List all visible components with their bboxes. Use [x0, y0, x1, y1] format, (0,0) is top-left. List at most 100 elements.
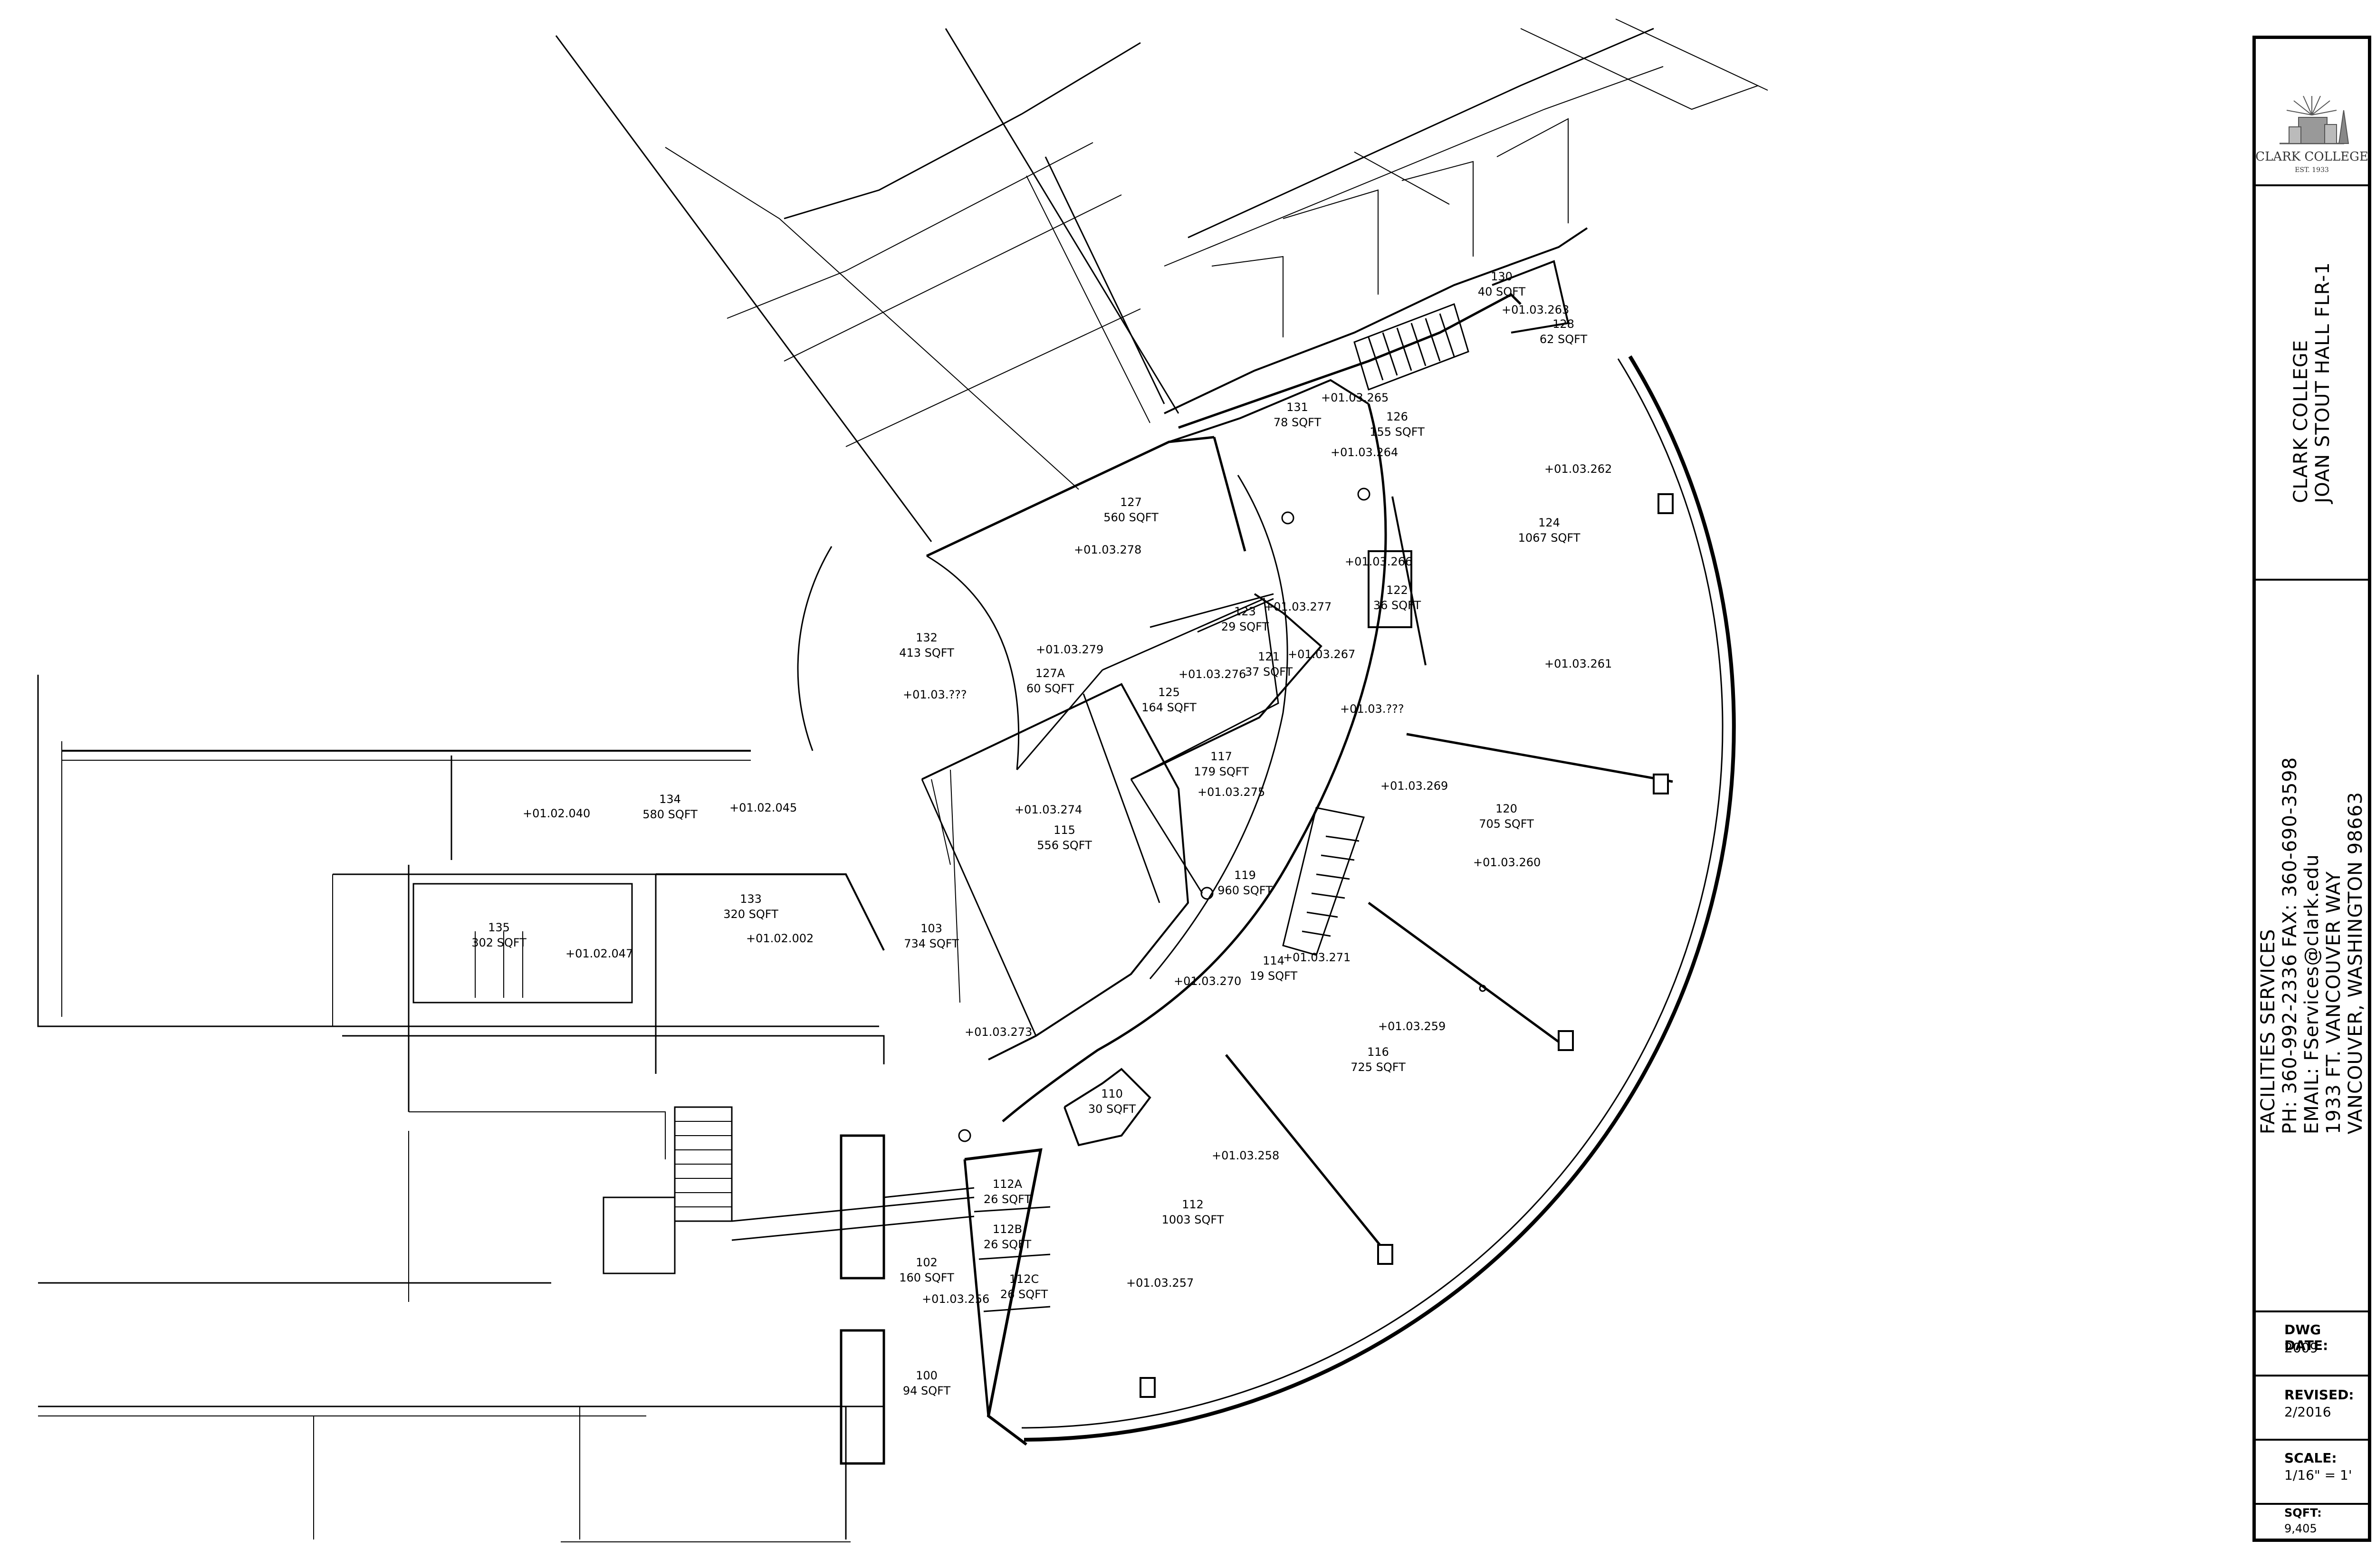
revised-cell: REVISED: 2/2016 [2256, 1377, 2368, 1441]
scale-value: 1/16" = 1' [2284, 1467, 2352, 1483]
scale-label: SCALE: [2284, 1450, 2337, 1466]
project-title: CLARK COLLEGE JOAN STOUT HALL FLR-1 [2290, 262, 2334, 503]
room-number: 112 [1182, 1198, 1204, 1211]
room-area: 413 SQFT [899, 646, 954, 660]
room-number: 112B [993, 1223, 1022, 1236]
room-tag: +01.03.267 [1288, 648, 1355, 661]
room-number: 116 [1367, 1045, 1389, 1059]
room-area: 30 SQFT [1088, 1102, 1136, 1116]
room-area: 26 SQFT [984, 1193, 1032, 1206]
room-number: 133 [740, 892, 762, 906]
room-area: 37 SQFT [1245, 665, 1293, 679]
room-number: 124 [1538, 516, 1560, 529]
sqft-cell: SQFT: 9,405 [2256, 1505, 2368, 1542]
logo-name: CLARK COLLEGE [2256, 150, 2368, 164]
project-line1: CLARK COLLEGE [2290, 339, 2312, 503]
room-tag: +01.03.260 [1473, 856, 1541, 869]
room-area: 36 SQFT [1373, 599, 1421, 612]
room-area: 179 SQFT [1194, 765, 1249, 778]
room-number: 122 [1386, 583, 1408, 597]
room-tag: +01.03.270 [1174, 975, 1241, 988]
sqft-value: 9,405 [2284, 1522, 2317, 1535]
room-tag: +01.03.271 [1283, 951, 1351, 964]
dwg-date-cell: DWG DATE: 2009 [2256, 1312, 2368, 1377]
office-cell: FACILITIES SERVICES PH: 360-992-2336 FAX… [2256, 581, 2368, 1312]
room-number: 103 [920, 922, 942, 935]
logo-cell: CLARK COLLEGE EST. 1933 [2256, 39, 2368, 186]
room-number: 114 [1263, 954, 1284, 967]
room-area: 19 SQFT [1250, 969, 1298, 983]
room-number: 100 [916, 1369, 938, 1382]
room-area: 78 SQFT [1274, 416, 1322, 429]
room-tag: +01.03.273 [965, 1025, 1032, 1039]
room-area: 705 SQFT [1479, 817, 1534, 831]
room-area: 26 SQFT [1000, 1288, 1048, 1301]
room-number: 102 [916, 1256, 938, 1269]
room-tag: +01.03.261 [1544, 657, 1612, 670]
room-number: 119 [1234, 869, 1256, 882]
room-tag: +01.02.045 [729, 801, 797, 814]
room-area: 1003 SQFT [1162, 1213, 1224, 1226]
office-line1: FACILITIES SERVICES [2257, 928, 2279, 1135]
office-email: EMAIL: FServices@clark.edu [2301, 854, 2323, 1135]
project-cell: CLARK COLLEGE JOAN STOUT HALL FLR-1 [2256, 186, 2368, 581]
room-number: 131 [1286, 401, 1308, 414]
revised-value: 2/2016 [2284, 1404, 2331, 1420]
room-area: 40 SQFT [1478, 285, 1526, 298]
room-area: 734 SQFT [904, 937, 959, 950]
room-tag: +01.03.259 [1378, 1020, 1446, 1033]
office-line2: PH: 360-992-2336 FAX: 360-690-3598 [2279, 756, 2301, 1135]
room-number: 117 [1210, 750, 1232, 763]
room-area: 26 SQFT [984, 1238, 1032, 1251]
room-number: 112C [1009, 1272, 1039, 1286]
room-tag: +01.03.265 [1321, 391, 1389, 404]
outer-curved-wall [1024, 355, 1736, 1442]
room-tag: +01.03.264 [1331, 446, 1398, 459]
room-tag: +01.03.279 [1036, 643, 1103, 656]
room-tag: +01.03.263 [1502, 303, 1569, 316]
dwg-date-value: 2009 [2284, 1340, 2319, 1356]
room-number: 115 [1054, 823, 1075, 837]
office-address: 1933 FT. VANCOUVER WAY [2323, 871, 2345, 1135]
scale-cell: SCALE: 1/16" = 1' [2256, 1441, 2368, 1505]
room-tag: +01.03.275 [1198, 785, 1265, 799]
room-tag: +01.03.278 [1074, 543, 1141, 556]
room-number: 135 [488, 921, 510, 934]
room-tag: +01.03.257 [1126, 1276, 1194, 1290]
sqft-label: SQFT: [2284, 1506, 2322, 1520]
room-area: 1067 SQFT [1518, 531, 1581, 545]
room-number: 127 [1120, 496, 1142, 509]
room-area: 94 SQFT [903, 1384, 951, 1397]
room-tag: +01.03.262 [1544, 462, 1612, 476]
room-number: 127A [1035, 667, 1065, 680]
room-tag: +01.02.047 [565, 947, 633, 960]
room-number: 120 [1495, 802, 1517, 815]
room-number: 132 [916, 631, 938, 644]
room-area: 60 SQFT [1026, 682, 1074, 695]
room-tag: +01.02.002 [746, 932, 814, 945]
room-tag: +01.03.258 [1212, 1149, 1279, 1162]
room-tag: +01.03.276 [1178, 668, 1246, 681]
room-tag: +01.03.256 [922, 1292, 989, 1306]
logo-est: EST. 1933 [2295, 166, 2329, 174]
room-tag: +01.03.??? [903, 688, 967, 701]
room-area: 960 SQFT [1217, 884, 1273, 897]
room-area: 29 SQFT [1221, 620, 1269, 633]
dwg-date-label: DWG DATE: [2284, 1322, 2328, 1353]
room-area: 725 SQFT [1351, 1061, 1406, 1074]
room-number: 125 [1158, 686, 1180, 699]
room-number: 121 [1258, 650, 1280, 663]
room-area: 320 SQFT [723, 908, 778, 921]
room-area: 62 SQFT [1540, 333, 1588, 346]
room-tag: +01.03.277 [1264, 600, 1332, 613]
project-line2: JOAN STOUT HALL FLR-1 [2312, 262, 2334, 503]
room-tag: +01.03.274 [1015, 803, 1082, 816]
office-city: VANCOUVER, WASHINGTON 98663 [2345, 792, 2366, 1135]
revised-label: REVISED: [2284, 1387, 2354, 1403]
room-number: 123 [1234, 605, 1256, 618]
room-number: 128 [1552, 317, 1574, 331]
room-number: 112A [993, 1177, 1023, 1191]
room-area: 560 SQFT [1103, 511, 1159, 524]
inner-curved-wall [1002, 403, 1387, 1122]
